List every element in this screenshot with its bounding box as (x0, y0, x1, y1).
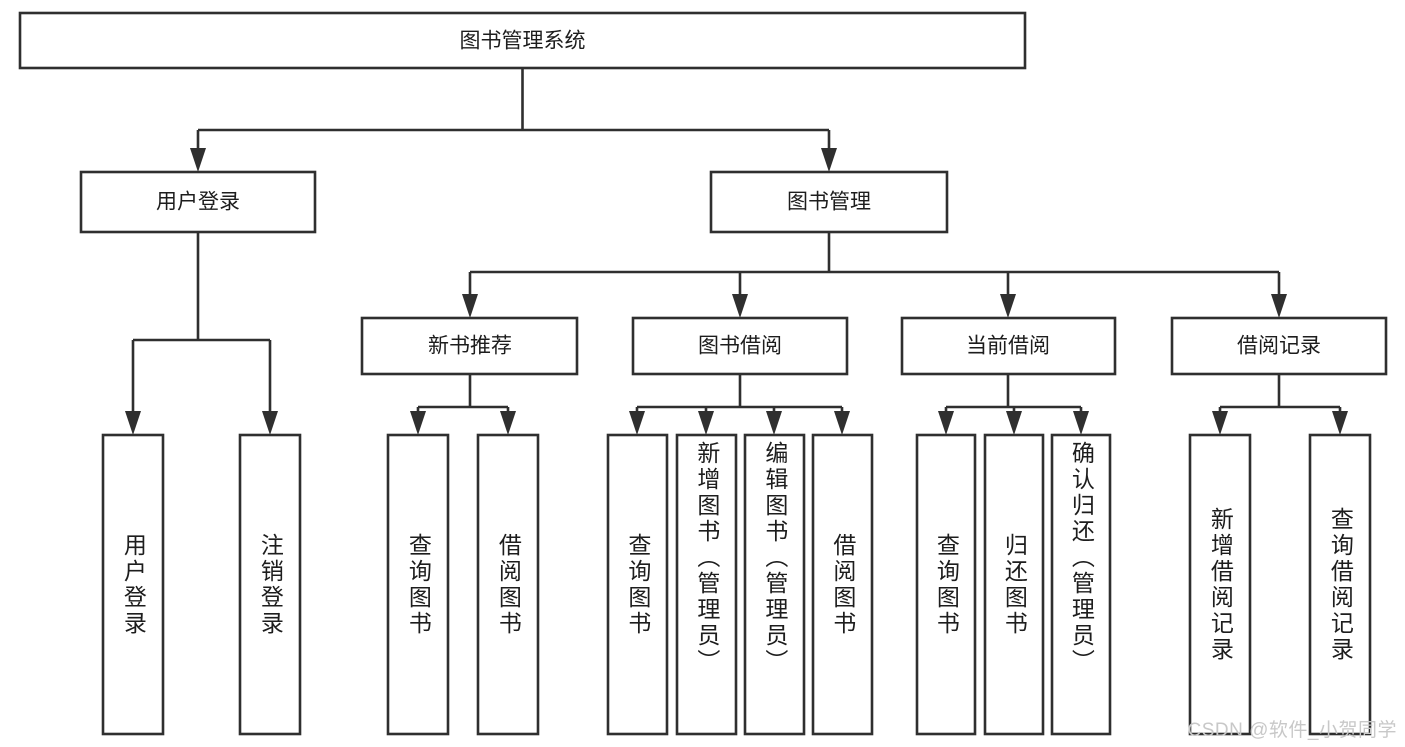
leaf-box-layer (101, 433, 1372, 736)
csdn-watermark: CSDN @软件_小贺同学 (1187, 720, 1397, 741)
leaf-box-bianjitushu[interactable] (743, 433, 806, 736)
node-dangqianjieyue-box[interactable] (900, 316, 1117, 376)
leaf-box-xinzengtushu[interactable] (675, 433, 738, 736)
leaf-box-xinzengjieyuejilu[interactable] (1188, 433, 1252, 736)
arrowhead-to-tushujieyue (732, 294, 748, 318)
edge-dangqianjieyue-bus (944, 374, 1083, 414)
node-xinshutuijian-label: 新书推荐 (428, 335, 512, 358)
arrowhead-leaf-chaxuntushu-3 (938, 411, 954, 435)
arrowhead-leaf-zhuxiaodenglu (262, 411, 278, 435)
edge-root-bus (196, 68, 831, 150)
arrowhead-to-dangqianjieyue (1000, 294, 1016, 318)
edge-tushuguanli-bus (468, 232, 1281, 296)
arrowhead-leaf-bianjitushu (766, 411, 782, 435)
arrowhead-leaf-chaxuntushu-2 (629, 411, 645, 435)
leaf-box-chaxunjieyuejilu[interactable] (1308, 433, 1372, 736)
arrowhead-to-xinshutuijian (462, 294, 478, 318)
leaf-box-chaxuntushu-3[interactable] (915, 433, 977, 736)
node-dangqianjieyue[interactable]: 当前借阅 (900, 316, 1117, 376)
node-tushuguanli-label: 图书管理 (787, 191, 871, 214)
edge-xinshutuijian-bus (416, 374, 510, 414)
arrowhead-to-jieyuejilu (1271, 294, 1287, 318)
arrowhead-leaf-jieyuetushu-1 (500, 411, 516, 435)
node-tushujieyue[interactable]: 图书借阅 (631, 316, 849, 376)
leaf-box-jieyuetushu-2[interactable] (811, 433, 874, 736)
arrowhead-leaf-chaxunjieyuejilu (1332, 411, 1348, 435)
edge-jieyuejilu-bus (1218, 374, 1342, 414)
node-dangqianjieyue-label: 当前借阅 (966, 335, 1050, 358)
leaf-box-jieyuetushu-1[interactable] (476, 433, 540, 736)
leaf-box-guihuantushu[interactable] (983, 433, 1045, 736)
edge-yonghudenglu-bus (131, 232, 272, 414)
leaf-box-chaxuntushu-2[interactable] (606, 433, 669, 736)
arrowhead-leaf-xinzengtushu (698, 411, 714, 435)
node-jieyuejilu[interactable]: 借阅记录 (1170, 316, 1388, 376)
edge-tushujieyue-bus (635, 374, 844, 414)
node-tushuguanli[interactable]: 图书管理 (709, 170, 949, 234)
node-yonghudenglu-box[interactable] (79, 170, 317, 234)
node-xinshutuijian[interactable]: 新书推荐 (360, 316, 579, 376)
arrowhead-leaf-jieyuetushu-2 (834, 411, 850, 435)
arrowhead-to-tushuguanli (821, 148, 837, 172)
arrowhead-leaf-querenguihuan (1073, 411, 1089, 435)
leaf-box-yonghudenglu[interactable] (101, 433, 165, 736)
arrowhead-leaf-xinzengjieyuejilu (1212, 411, 1228, 435)
arrowhead-leaf-guihuantushu (1006, 411, 1022, 435)
node-jieyuejilu-label: 借阅记录 (1237, 335, 1321, 358)
leaf-box-zhuxiaodenglu[interactable] (238, 433, 302, 736)
node-xinshutuijian-box[interactable] (360, 316, 579, 376)
node-tushujieyue-label: 图书借阅 (698, 335, 782, 358)
node-root-box[interactable] (18, 11, 1027, 70)
arrowhead-to-yonghudenglu (190, 148, 206, 172)
arrowhead-leaf-chaxuntushu-1 (410, 411, 426, 435)
node-yonghudenglu[interactable]: 用户登录 (79, 170, 317, 234)
node-root-label: 图书管理系统 (460, 30, 586, 53)
node-tushujieyue-box[interactable] (631, 316, 849, 376)
node-yonghudenglu-label: 用户登录 (156, 191, 240, 214)
connector-layer (125, 68, 1348, 435)
node-jieyuejilu-box[interactable] (1170, 316, 1388, 376)
leaf-box-chaxuntushu-1[interactable] (386, 433, 450, 736)
node-root[interactable]: 图书管理系统 (18, 11, 1027, 70)
node-tushuguanli-box[interactable] (709, 170, 949, 234)
leaf-box-querenguihuan[interactable] (1050, 433, 1112, 736)
arrowhead-leaf-yonghudenglu (125, 411, 141, 435)
